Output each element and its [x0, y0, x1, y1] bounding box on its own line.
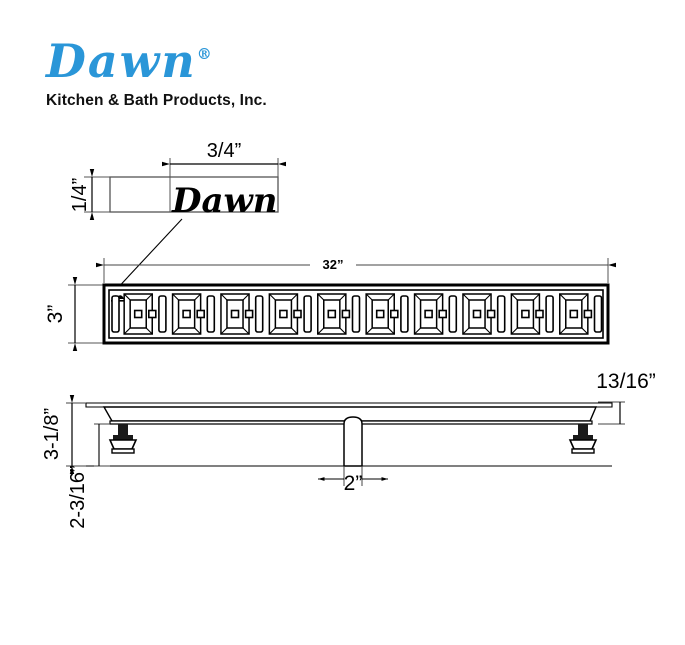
leader-line-detail-to-grate	[112, 218, 183, 294]
grate-cell-bevel	[510, 293, 540, 335]
grate-cell-bevel	[268, 293, 298, 335]
grate-divider-bar	[496, 295, 506, 333]
leveling-foot-left	[108, 424, 138, 454]
foot-right-stem	[578, 424, 588, 435]
drain-top-flange	[85, 402, 613, 408]
dim-label-plate-width: 3/4”	[207, 140, 241, 162]
foot-left-stem	[118, 424, 128, 435]
grate-cell-center-square	[230, 309, 240, 319]
dim-label-backdrop-length	[310, 256, 356, 273]
grate-gap-square	[389, 309, 399, 319]
foot-right-base	[571, 448, 595, 454]
logo-plate-outline	[109, 176, 279, 213]
grate-divider-bar	[111, 295, 120, 333]
grate-cell-bevel	[559, 293, 589, 335]
drain-outlet-pipe	[343, 416, 363, 467]
detail-dawn-script: Dawn	[171, 181, 278, 221]
grate-divider-bar	[158, 295, 167, 333]
detail-callout-group: 3/4” 1/4” Dawn	[69, 140, 286, 294]
grate-gap-square	[438, 309, 448, 319]
dim-label-grate-length: 32”	[323, 257, 344, 272]
foot-right-cone	[568, 439, 598, 450]
dim-label-body-depth: 2-3/16”	[67, 465, 89, 528]
grate-gap-square	[535, 309, 544, 319]
grate-divider-bar	[351, 295, 361, 333]
grate-gap-square	[244, 309, 254, 319]
grate-cell-center-square	[375, 309, 385, 319]
grate-divider-bar	[448, 295, 458, 333]
grate-divider-bar	[303, 295, 312, 333]
grate-cell-bevel	[462, 293, 492, 335]
grate-gap-square	[196, 309, 205, 319]
dim-label-grate-width: 3”	[44, 305, 67, 324]
grate-cell-bevel	[123, 293, 153, 335]
grate-cell-center-square	[569, 309, 579, 319]
grate-cell-center-square	[279, 309, 288, 319]
grate-cell-center-square	[521, 309, 530, 319]
grate-cell-bevel	[220, 293, 250, 335]
foot-left-base	[111, 448, 135, 454]
dim-label-lip-thickness: 13/16”	[596, 370, 656, 393]
dim-label-overall-height: 3-1/8”	[41, 408, 63, 460]
dim-label-plate-height: 1/4”	[69, 178, 91, 212]
brand-wordmark: Dawn®	[46, 38, 346, 84]
dim-label-outlet: 2”	[344, 472, 363, 495]
drain-side-view-group: 13/16” 2”	[41, 370, 656, 529]
grate-cell-bevel	[317, 293, 347, 335]
foot-right-collar	[573, 435, 593, 440]
registered-trademark-icon: ®	[196, 45, 212, 63]
leveling-foot-right	[568, 424, 598, 454]
grate-gap-square	[148, 309, 157, 319]
foot-left-collar	[113, 435, 133, 440]
grate-gap-square	[293, 309, 302, 319]
grate-cell-center-square	[472, 309, 482, 319]
grate-top-view-group: 32” 3”	[44, 256, 616, 351]
brand-wordmark-text: Dawn	[46, 34, 197, 88]
grate-cell-center-square	[182, 309, 191, 319]
grate-cell-center-square	[327, 309, 337, 319]
foot-left-cone	[108, 439, 138, 450]
grate-divider-bar	[206, 295, 216, 333]
grate-divider-bar	[593, 295, 603, 333]
grate-gap-square	[486, 309, 496, 319]
grate-cell-center-square	[133, 309, 143, 319]
grate-cell-bevel	[365, 293, 395, 335]
grate-cell-bevel	[414, 293, 444, 335]
grate-pattern-group	[111, 293, 603, 335]
brand-tagline: Kitchen & Bath Products, Inc.	[46, 92, 267, 109]
grate-divider-bar	[254, 295, 264, 333]
brand-logo-block: Dawn® Kitchen & Bath Products, Inc.	[46, 38, 346, 118]
grate-divider-bar	[545, 295, 554, 333]
grate-cell-bevel	[172, 293, 202, 335]
grate-cell-frame	[123, 293, 153, 335]
grate-cell-center-square	[424, 309, 433, 319]
grate-divider-bar	[400, 295, 409, 333]
grate-gap-square	[341, 309, 351, 319]
grate-gap-square	[583, 309, 593, 319]
